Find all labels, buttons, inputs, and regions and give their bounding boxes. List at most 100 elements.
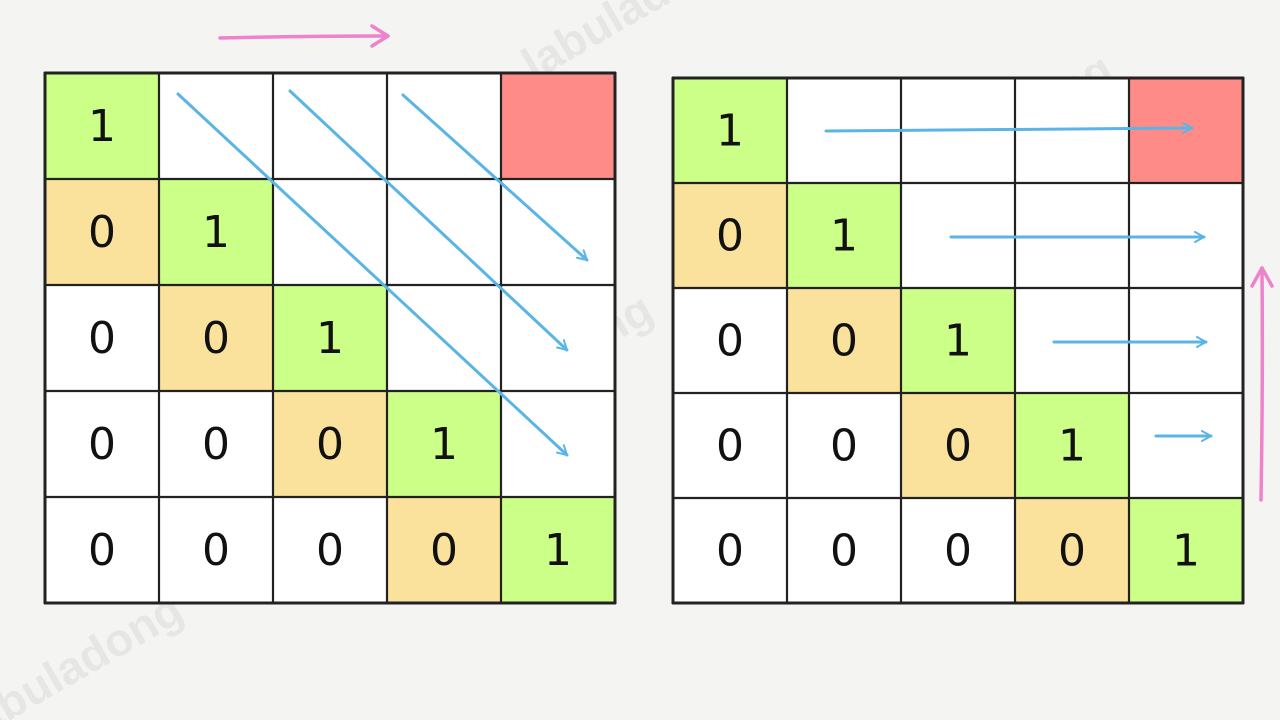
cell-value: 1	[202, 207, 230, 258]
cell-value: 0	[1058, 526, 1086, 577]
matrix-cell-2-2: 1	[273, 285, 387, 391]
matrix-cell-1-0: 0	[673, 183, 787, 288]
cell-fill-diagonal	[1129, 498, 1243, 603]
cell-fill-empty	[45, 285, 159, 391]
matrix-cell-4-0: 0	[45, 497, 159, 603]
cell-value: 0	[716, 211, 744, 262]
matrix-cell-4-4: 1	[501, 497, 615, 603]
cell-fill-empty	[159, 497, 273, 603]
cell-value: 0	[202, 525, 230, 576]
cell-fill-target	[501, 73, 615, 179]
cell-fill-empty	[273, 179, 387, 285]
cell-fill-below-diagonal	[787, 288, 901, 393]
cell-value: 0	[944, 526, 972, 577]
cell-fill-below-diagonal	[273, 391, 387, 497]
matrix-cell-2-1: 0	[159, 285, 273, 391]
cell-value: 1	[830, 211, 858, 262]
matrix-cell-0-4	[1129, 78, 1243, 183]
matrix-cell-4-4: 1	[1129, 498, 1243, 603]
matrix-cell-3-0: 0	[45, 391, 159, 497]
matrix-cell-3-2: 0	[901, 393, 1015, 498]
matrix-cell-2-1: 0	[787, 288, 901, 393]
cell-fill-below-diagonal	[901, 393, 1015, 498]
matrix-cell-3-3: 1	[387, 391, 501, 497]
matrix-cell-4-3: 0	[1015, 498, 1129, 603]
direction-arrow-top	[218, 24, 390, 48]
grid-lines	[671, 76, 1245, 605]
matrix-cell-1-0: 0	[45, 179, 159, 285]
matrix-cell-0-2	[273, 73, 387, 179]
cell-fill-empty	[159, 391, 273, 497]
cell-fill-empty	[673, 498, 787, 603]
cell-value: 0	[430, 525, 458, 576]
cell-value: 1	[430, 419, 458, 470]
matrix-cell-0-0: 1	[673, 78, 787, 183]
cell-value: 0	[316, 419, 344, 470]
cell-fill-below-diagonal	[45, 179, 159, 285]
matrix-cell-4-2: 0	[901, 498, 1015, 603]
cell-value: 0	[944, 421, 972, 472]
matrix-cell-3-0: 0	[673, 393, 787, 498]
cell-fill-empty	[1129, 393, 1243, 498]
matrix-cell-2-2: 1	[901, 288, 1015, 393]
matrix-cell-2-0: 0	[45, 285, 159, 391]
diagonal-traversal-arrows	[176, 89, 589, 457]
matrix-cell-2-4	[501, 285, 615, 391]
cell-fill-target	[1129, 78, 1243, 183]
row-arrow	[824, 122, 1194, 135]
matrix-cell-0-0: 1	[45, 73, 159, 179]
cell-fill-diagonal	[787, 183, 901, 288]
cell-fill-below-diagonal	[159, 285, 273, 391]
diagonal-arrow	[401, 93, 589, 262]
matrix-cell-0-3	[387, 73, 501, 179]
matrix-cell-0-4	[501, 73, 615, 179]
cell-fill-empty	[673, 288, 787, 393]
cell-fill-below-diagonal	[387, 497, 501, 603]
diagonal-arrow	[176, 92, 569, 457]
cell-fill-empty	[159, 73, 273, 179]
cell-value: 0	[88, 313, 116, 364]
cell-fill-empty	[45, 391, 159, 497]
cell-fill-empty	[901, 498, 1015, 603]
matrix-cell-2-0: 0	[673, 288, 787, 393]
grid-lines	[43, 71, 617, 605]
cell-fill-empty	[387, 73, 501, 179]
cell-fill-diagonal	[501, 497, 615, 603]
cell-fill-diagonal	[387, 391, 501, 497]
cell-value: 0	[202, 419, 230, 470]
cell-fill-below-diagonal	[673, 183, 787, 288]
row-traversal-arrows	[824, 122, 1213, 442]
cell-fill-diagonal	[273, 285, 387, 391]
matrix-cell-4-1: 0	[159, 497, 273, 603]
cell-fill-below-diagonal	[1015, 498, 1129, 603]
cell-fill-diagonal	[901, 288, 1015, 393]
matrix-cell-4-3: 0	[387, 497, 501, 603]
cell-value: 0	[716, 421, 744, 472]
cell-value: 1	[544, 525, 572, 576]
matrix-cell-3-4	[1129, 393, 1243, 498]
cell-fill-empty	[387, 285, 501, 391]
matrix-cell-4-0: 0	[673, 498, 787, 603]
cell-fill-diagonal	[673, 78, 787, 183]
cell-value: 0	[88, 525, 116, 576]
matrix-cell-4-2: 0	[273, 497, 387, 603]
matrix-cell-1-3	[387, 179, 501, 285]
cell-value: 1	[88, 101, 116, 152]
cell-value: 0	[88, 419, 116, 470]
cell-value: 1	[716, 106, 744, 157]
cell-value: 1	[944, 316, 972, 367]
matrix-cell-3-2: 0	[273, 391, 387, 497]
cell-fill-empty	[787, 393, 901, 498]
matrix-cell-1-1: 1	[787, 183, 901, 288]
cell-value: 0	[830, 526, 858, 577]
cell-fill-empty	[273, 73, 387, 179]
cell-fill-empty	[501, 285, 615, 391]
cell-value: 0	[716, 316, 744, 367]
diagonal-arrow	[288, 89, 569, 352]
cell-value: 0	[316, 525, 344, 576]
cell-fill-empty	[273, 497, 387, 603]
cell-fill-empty	[387, 179, 501, 285]
cell-value: 0	[88, 207, 116, 258]
